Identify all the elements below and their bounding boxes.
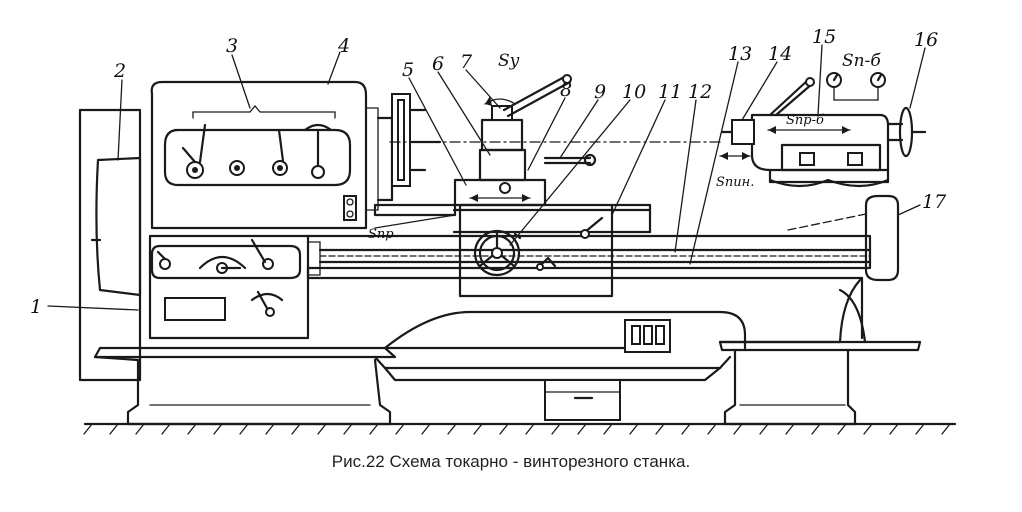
- part-number-8: 8: [560, 79, 572, 101]
- feed-label-sprb: Sпр-б: [786, 113, 824, 128]
- leader-lines: [47, 44, 926, 311]
- part-number-12: 12: [688, 81, 712, 103]
- part-number-9: 9: [594, 81, 606, 103]
- motion-labels: Sy Sп-б Sпр-б Sпр Sпин.: [368, 51, 881, 242]
- lathe-diagram: 1 2 3 4 5 6 7 8 9 10 11 12 13 14 15 16 1…: [30, 26, 957, 435]
- part-number-10: 10: [622, 81, 646, 103]
- part-number-3: 3: [226, 35, 238, 57]
- spindle-chuck: [376, 93, 721, 202]
- motor-housing: [78, 108, 142, 382]
- tool-post: [478, 74, 572, 182]
- feed-label-sy: Sy: [498, 51, 520, 71]
- figure-caption: Рис.22 Схема токарно - винторезного стан…: [331, 452, 691, 471]
- part-number-2: 2: [113, 60, 126, 82]
- floor-line: [83, 422, 957, 435]
- gearbox: [148, 234, 321, 340]
- part-number-5: 5: [402, 59, 414, 81]
- feed-label-spr: Sпр: [368, 227, 394, 242]
- screw-cover: [787, 194, 900, 282]
- part-number-labels: 1 2 3 4 5 6 7 8 9 10 11 12 13 14 15 16 1…: [30, 26, 947, 318]
- part-number-4: 4: [337, 35, 350, 57]
- feed-label-spb: Sп-б: [842, 51, 881, 71]
- part-number-1: 1: [30, 296, 42, 318]
- carriage-apron: [452, 203, 652, 298]
- left-pedestal: [93, 346, 397, 426]
- lathe-bed: [306, 234, 872, 350]
- chip-tray: [373, 355, 732, 421]
- electric-box: [624, 319, 671, 353]
- tailstock: [719, 72, 927, 188]
- right-pedestal: [718, 288, 922, 426]
- part-number-7: 7: [460, 51, 473, 73]
- headstock: [150, 80, 379, 230]
- part-number-16: 16: [914, 29, 938, 51]
- part-number-17: 17: [922, 191, 947, 213]
- part-number-11: 11: [658, 81, 682, 103]
- part-number-13: 13: [728, 43, 752, 65]
- part-number-14: 14: [768, 43, 792, 65]
- feed-label-spin: Sпин.: [716, 175, 754, 190]
- part-number-15: 15: [812, 26, 836, 48]
- part-number-6: 6: [432, 53, 444, 75]
